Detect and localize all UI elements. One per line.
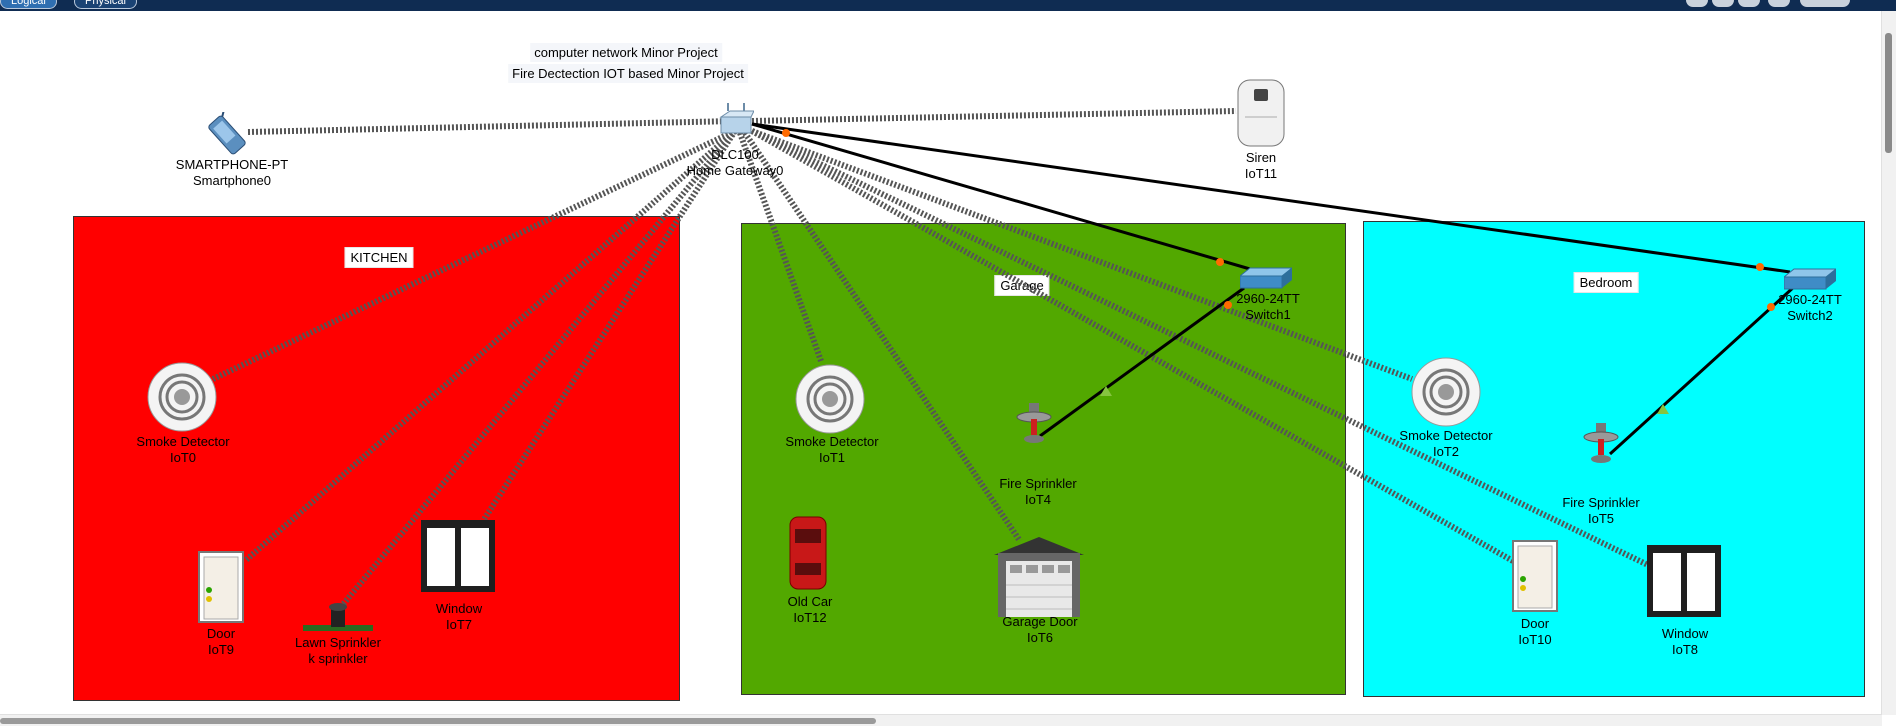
device-label-iot7: Window IoT7: [435, 601, 483, 632]
car-icon: [789, 516, 827, 590]
wireless-link[interactable]: [332, 129, 738, 616]
device-fire-sprinkler-iot5[interactable]: [1581, 423, 1621, 469]
device-siren-iot11[interactable]: [1235, 77, 1287, 149]
device-label-siren-iot11: Siren IoT11: [1244, 150, 1278, 181]
device-lawn-sprinkler[interactable]: [303, 599, 373, 633]
device-label-iot6: Garage Door IoT6: [1002, 614, 1078, 645]
device-smoke-detector-iot0[interactable]: [146, 361, 218, 433]
note-project-subtitle[interactable]: Fire Dectection IOT based Minor Project: [508, 64, 748, 83]
toolbar-button[interactable]: [1738, 0, 1760, 7]
device-label-lawn-sprinkler: Lawn Sprinkler k sprinkler: [295, 635, 381, 666]
fire-sprinkler-icon: [1016, 403, 1052, 443]
device-label-iot5: Fire Sprinkler IoT5: [1562, 495, 1640, 526]
device-garage-door-iot6[interactable]: [994, 535, 1084, 619]
switch-icon: [1782, 268, 1838, 290]
device-label-iot10: Door IoT10: [1518, 616, 1552, 647]
room-label-kitchen[interactable]: KITCHEN: [344, 247, 414, 268]
smoke-detector-icon: [1411, 357, 1481, 427]
note-project-title[interactable]: computer network Minor Project: [530, 43, 722, 62]
device-door-iot10[interactable]: [1511, 539, 1559, 613]
horizontal-scrollbar[interactable]: [0, 714, 1882, 726]
tab-logical[interactable]: Logical: [0, 0, 57, 9]
room-label-bedroom[interactable]: Bedroom: [1573, 272, 1639, 293]
device-label-iot8: Window IoT8: [1661, 626, 1709, 657]
smartphone-icon: [208, 109, 246, 155]
device-smoke-detector-iot2[interactable]: [1410, 356, 1482, 428]
home-gateway-icon: [719, 103, 755, 134]
toolbar-button[interactable]: [1768, 0, 1790, 7]
toolbar-button[interactable]: [1800, 0, 1850, 7]
door-icon: [198, 551, 244, 623]
wireless-link[interactable]: [247, 118, 736, 135]
toolbar-button[interactable]: [1712, 0, 1734, 7]
device-window-iot8[interactable]: [1646, 544, 1722, 618]
device-window-iot7[interactable]: [420, 519, 496, 593]
vertical-scroll-thumb[interactable]: [1885, 33, 1892, 153]
horizontal-scroll-thumb[interactable]: [0, 718, 876, 724]
logical-workspace-canvas[interactable]: KITCHEN Garage Bedroom computer network …: [0, 11, 1882, 715]
link-light-down: [1224, 301, 1232, 309]
device-switch2[interactable]: [1782, 265, 1838, 293]
workspace-toolbar: Logical Physical: [0, 0, 1896, 11]
link-light-down: [1767, 303, 1775, 311]
device-door-iot9[interactable]: [197, 550, 245, 624]
device-label-switch1: 2960-24TT Switch1: [1236, 291, 1300, 322]
vertical-scrollbar[interactable]: [1881, 11, 1896, 715]
device-label-iot12: Old Car IoT12: [787, 594, 833, 625]
device-label-iot2: Smoke Detector IoT2: [1399, 428, 1493, 459]
wired-link[interactable]: [1608, 284, 1797, 456]
smoke-detector-icon: [147, 362, 217, 432]
device-label-iot4: Fire Sprinkler IoT4: [999, 476, 1077, 507]
wireless-links: [211, 108, 1652, 616]
device-old-car-iot12[interactable]: [785, 513, 831, 593]
tab-physical[interactable]: Physical: [74, 0, 137, 9]
device-switch1[interactable]: [1238, 264, 1294, 292]
link-light-down: [1756, 263, 1764, 271]
device-label-home-gateway0: DLC100 Home Gateway0: [686, 147, 784, 178]
device-label-iot9: Door IoT9: [206, 626, 236, 657]
wireless-link[interactable]: [243, 128, 737, 564]
link-light-up: [1657, 404, 1669, 414]
window-icon: [1647, 545, 1721, 617]
wireless-link[interactable]: [750, 128, 1515, 564]
device-smartphone0[interactable]: [202, 109, 252, 158]
link-light-up: [1100, 386, 1112, 396]
device-label-smartphone0: SMARTPHONE-PT Smartphone0: [175, 157, 289, 188]
lawn-sprinkler-icon: [303, 603, 373, 631]
link-light-down: [782, 129, 790, 137]
link-status-lights: [782, 129, 1775, 414]
garage-door-icon: [994, 537, 1084, 617]
wired-link[interactable]: [1039, 286, 1245, 438]
device-smoke-detector-iot1[interactable]: [794, 363, 866, 435]
wireless-link[interactable]: [211, 128, 737, 382]
room-kitchen[interactable]: [73, 216, 680, 701]
device-label-iot0: Smoke Detector IoT0: [136, 434, 230, 465]
window-icon: [421, 520, 495, 592]
smoke-detector-icon: [795, 364, 865, 434]
wired-link[interactable]: [751, 122, 1251, 271]
device-home-gateway0[interactable]: [718, 103, 755, 139]
switch-icon: [1238, 267, 1294, 289]
door-icon: [1512, 540, 1558, 612]
wireless-link[interactable]: [751, 108, 1237, 124]
wired-link[interactable]: [751, 122, 1791, 274]
device-fire-sprinkler-iot4[interactable]: [1014, 403, 1054, 449]
siren-icon: [1237, 79, 1285, 147]
fire-sprinkler-icon: [1583, 423, 1619, 463]
wired-links: [751, 122, 1797, 456]
device-label-iot1: Smoke Detector IoT1: [785, 434, 879, 465]
toolbar-button[interactable]: [1686, 0, 1708, 7]
wireless-link[interactable]: [480, 129, 738, 523]
link-light-down: [1216, 258, 1224, 266]
wireless-link[interactable]: [750, 128, 1414, 382]
device-label-switch2: 2960-24TT Switch2: [1778, 292, 1842, 323]
connection-links: [211, 108, 1797, 616]
wireless-link[interactable]: [737, 131, 824, 363]
